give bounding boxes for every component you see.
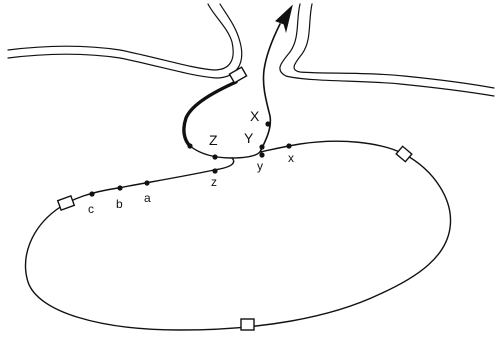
dot-y <box>259 152 264 157</box>
label-y: y <box>257 159 263 173</box>
label-z: z <box>211 175 217 189</box>
crossing-strand <box>190 146 260 158</box>
dot-Y <box>259 144 264 149</box>
label-x: x <box>288 151 294 165</box>
label-a: a <box>144 191 151 205</box>
label-c: c <box>88 202 94 216</box>
square-marker-icon <box>396 146 412 161</box>
dot-Z <box>187 143 192 148</box>
membrane-right <box>280 4 494 96</box>
emerging-strand <box>260 6 292 152</box>
square-marker-icon <box>229 67 246 83</box>
square-marker-icon <box>58 196 75 210</box>
dot-b <box>117 185 122 190</box>
large-loop <box>26 141 451 330</box>
label-X: X <box>250 108 260 124</box>
square-marker-icon <box>241 319 254 330</box>
label-Z: Z <box>209 132 218 148</box>
label-b: b <box>116 197 123 211</box>
lower-strand <box>214 158 234 170</box>
membrane-left <box>8 4 242 78</box>
dot-c <box>89 191 94 196</box>
dot-a <box>144 180 149 185</box>
dot-z <box>212 168 217 173</box>
dot-x <box>286 143 291 148</box>
dot-X <box>265 121 270 126</box>
dot-Z-upper <box>212 154 217 159</box>
label-Y: Y <box>244 130 254 146</box>
